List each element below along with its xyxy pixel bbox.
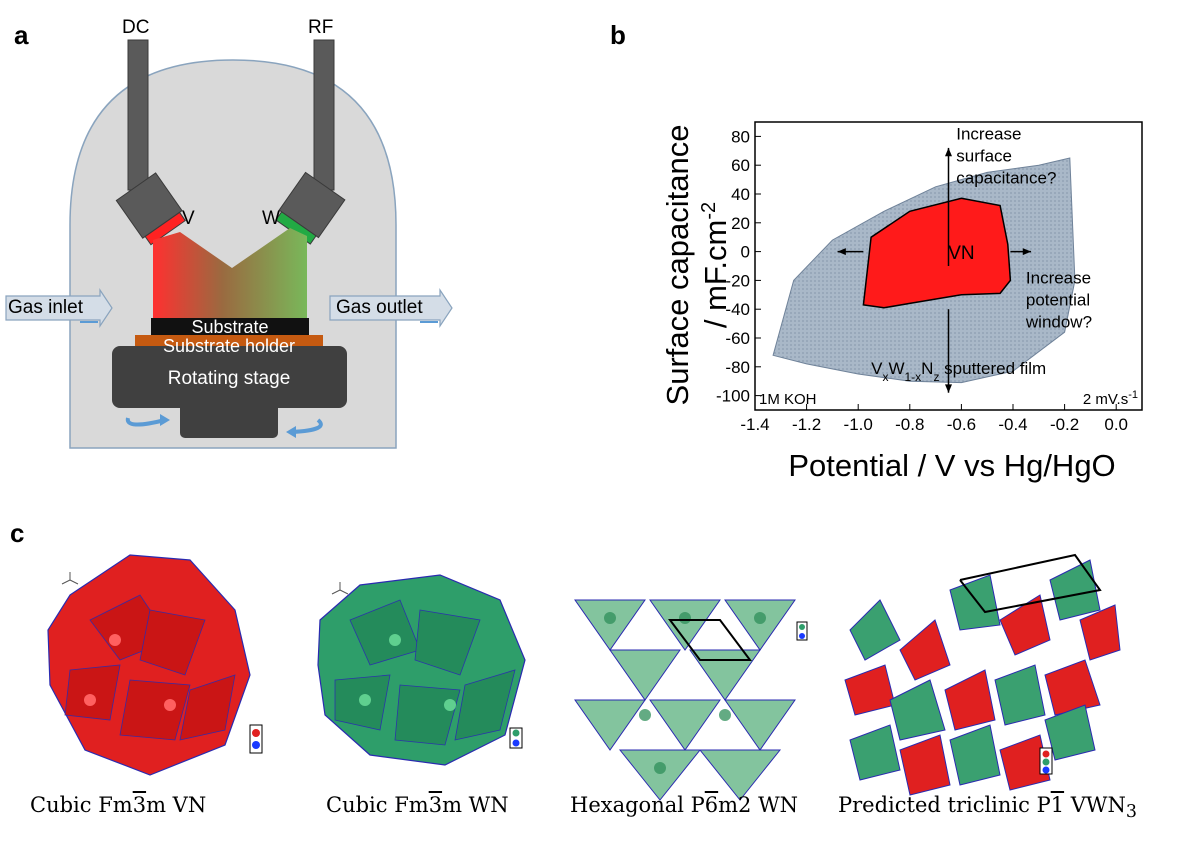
v-label: V [182, 208, 195, 229]
rotating-stage-label: Rotating stage [168, 368, 291, 389]
legend-box-hex [796, 621, 808, 641]
substrate-label: Substrate [191, 317, 268, 337]
y-tick-label: 0 [741, 243, 750, 262]
stage-shaft [180, 400, 278, 438]
rf-label: RF [308, 17, 333, 38]
gas-outlet-arrow [329, 288, 453, 328]
sputtering-schematic: DC RF V W Gas inlet Gas outlet Substrate… [5, 17, 453, 449]
x-axis-label: Potential / V vs Hg/HgO [788, 448, 1115, 483]
gas-outlet-label: Gas outlet [336, 297, 423, 318]
annotation-capacitance-0: Increase [956, 124, 1021, 143]
y-tick-label: -80 [725, 358, 750, 377]
plot-frame [754, 121, 1143, 411]
arrow-left-head [837, 248, 846, 256]
substrate-holder-label: Substrate holder [163, 336, 295, 356]
scan-rate-label: 2 mV.s-1 [1083, 389, 1138, 408]
rotation-arrow-left [125, 417, 166, 427]
dc-label: DC [122, 17, 149, 38]
structure-vwn3-triclinic [844, 559, 1121, 796]
plot-area: VN Increase surface capacitance? Increase pot… [716, 121, 1143, 434]
y-tick-label: 20 [731, 214, 750, 233]
cv-series-1 [862, 197, 1012, 309]
vn-label: VN [948, 243, 974, 264]
y-tick-label: 80 [731, 127, 750, 146]
x-tick-label: -1.4 [740, 415, 769, 434]
legend-box-wn [509, 727, 523, 749]
panel-label-a: a [14, 20, 29, 50]
y-tick-label: -20 [725, 271, 750, 290]
arrow-right-head [1022, 248, 1032, 256]
rotation-arrow-right [291, 418, 323, 434]
x-tick-label: -0.2 [1050, 415, 1079, 434]
annotation-capacitance-2: capacitance? [956, 168, 1056, 187]
annotation-window-0: Increase [1026, 268, 1091, 287]
y-tick-label: -60 [725, 329, 750, 348]
x-tick-label: -0.6 [947, 415, 976, 434]
caption-wn-hexagonal: Hexagonal P6m2 WN [570, 793, 799, 817]
triclinic-unit-cell [959, 553, 1102, 614]
w-label: W [262, 208, 280, 229]
annotation-window-2: window? [1025, 312, 1092, 331]
caption-vn-cubic: Cubic Fm3m VN [30, 793, 207, 817]
film-label: VxW1-xNz sputtered film [871, 359, 1046, 384]
panel-c: c [0, 500, 1201, 847]
panel-a: a [0, 0, 470, 500]
y-tick-label: -40 [725, 300, 750, 319]
structure-wn-hexagonal [574, 599, 796, 801]
legend-box-vn [249, 724, 263, 754]
gas-inlet-label: Gas inlet [8, 297, 84, 318]
y-tick-label: 40 [731, 185, 750, 204]
x-tick-label: -0.4 [998, 415, 1027, 434]
structure-wn-cubic [317, 574, 526, 766]
panel-label-c: c [10, 518, 25, 548]
y-tick-label: -100 [716, 387, 750, 406]
rotating-stage [112, 346, 347, 408]
v-target [144, 211, 187, 246]
x-tick-label: -0.8 [895, 415, 924, 434]
dc-cable [127, 39, 149, 191]
hexagonal-unit-cell [668, 619, 752, 661]
rf-cable [313, 39, 335, 191]
structure-vn-cubic [47, 554, 263, 776]
y-axis-unit: / mF.cm-2 [698, 202, 733, 328]
x-tick-label: 0.0 [1104, 415, 1128, 434]
y-tick-label: 60 [731, 156, 750, 175]
x-tick-label: -1.0 [844, 415, 873, 434]
arrow-down-head [944, 384, 953, 393]
dc-magnetron [115, 172, 187, 246]
caption-vwn3-triclinic: Predicted triclinic P1 VWN3 [838, 793, 1138, 823]
substrate [151, 318, 309, 335]
cv-chart: VN Increase surface capacitance? Increase pot… [660, 121, 1143, 483]
panel-label-b: b [610, 20, 626, 50]
legend-box-tri [1039, 747, 1053, 775]
crystal-structures [47, 553, 1121, 801]
caption-wn-cubic: Cubic Fm3m WN [326, 793, 509, 817]
electrolyte-label: 1M KOH [759, 391, 817, 408]
gas-inlet-arrow [5, 288, 113, 328]
annotation-capacitance-1: surface [956, 146, 1012, 165]
panel-b: b VN Increase surface capacitance? Increase p… [610, 0, 1201, 510]
annotation-window-1: potential [1026, 290, 1090, 309]
sputter-plume [153, 228, 307, 318]
x-tick-label: -1.2 [792, 415, 821, 434]
arrow-up-head [944, 147, 953, 157]
y-axis-label: Surface capacitance [660, 125, 695, 406]
